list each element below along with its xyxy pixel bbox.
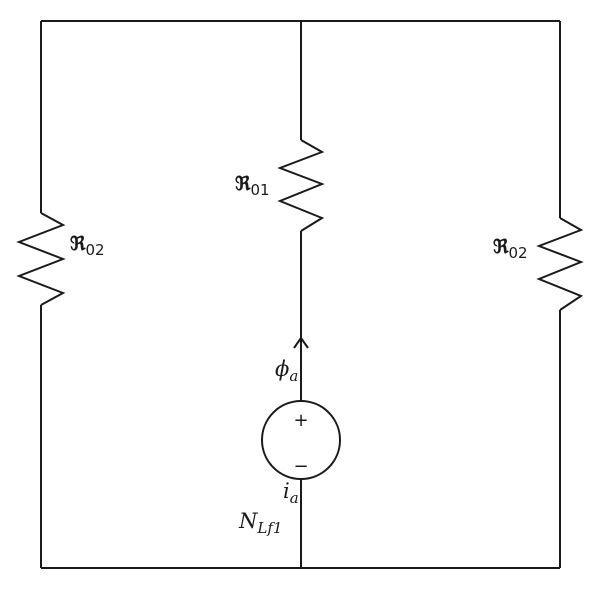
source-minus-sign: − <box>293 456 308 477</box>
center-resistor-zigzag <box>277 139 325 232</box>
flux-subscript: a <box>289 367 298 385</box>
left-resistor-subscript: 02 <box>85 241 104 259</box>
flux-arrow-icon <box>293 336 309 349</box>
current-symbol: i <box>283 479 290 503</box>
right-resistor-zigzag <box>536 217 584 311</box>
right-resistor-symbol: ℜ <box>493 236 509 258</box>
source-plus-sign: + <box>293 410 308 431</box>
left-resistor-label: ℜ02 <box>70 233 105 259</box>
current-label: ia <box>283 479 299 507</box>
turns-symbol: N <box>238 509 258 533</box>
flux-label: ϕa <box>275 357 298 385</box>
center-resistor-symbol: ℜ <box>235 173 251 195</box>
right-resistor-label: ℜ02 <box>493 236 528 262</box>
turns-subscript: Lf1 <box>256 519 282 537</box>
current-subscript: a <box>290 489 299 507</box>
center-resistor-subscript: 01 <box>250 181 269 199</box>
left-resistor-symbol: ℜ <box>70 233 86 255</box>
right-resistor-subscript: 02 <box>508 244 527 262</box>
center-resistor-label: ℜ01 <box>235 173 270 199</box>
flux-symbol: ϕ <box>275 357 289 381</box>
left-resistor-zigzag <box>16 212 66 306</box>
turns-label: NLf1 <box>238 509 282 537</box>
